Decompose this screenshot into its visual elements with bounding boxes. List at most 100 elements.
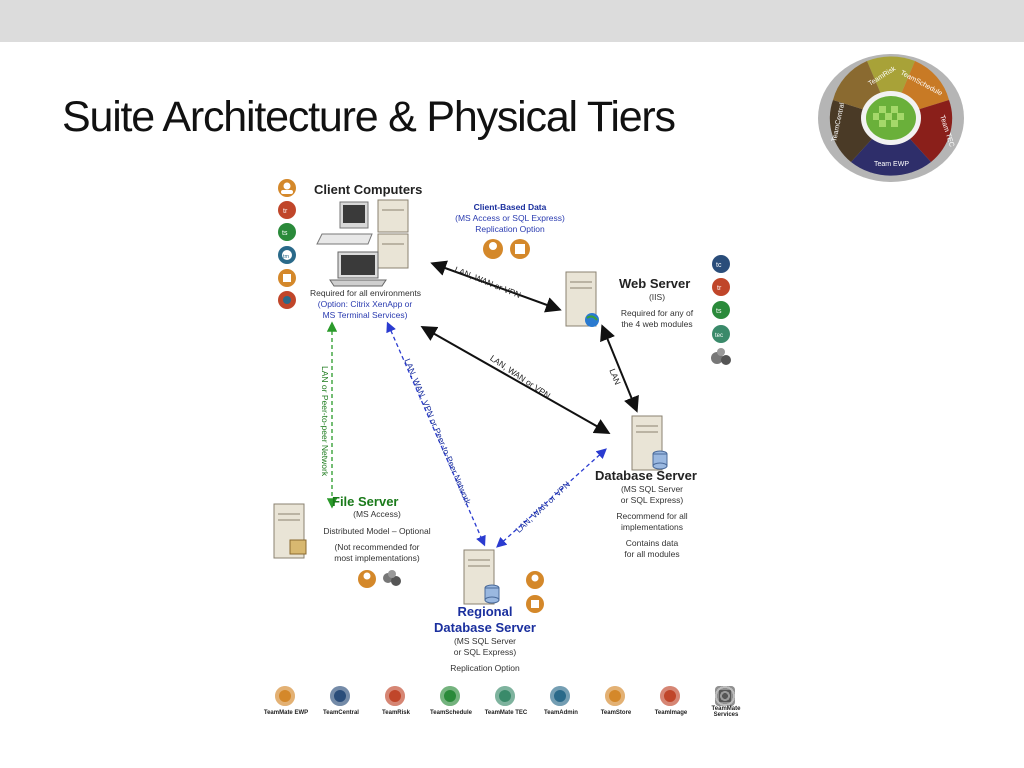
database-server-icon: [631, 415, 668, 471]
teamrisk-icon: tr: [712, 278, 730, 296]
client-note-line3: MS Terminal Services): [322, 310, 408, 320]
client-module-icons: tr ts tm: [278, 179, 296, 309]
teamschedule-icon: ts: [278, 223, 296, 241]
arrow-regional-db: [496, 448, 607, 548]
legend-item-tr: TeamRisk: [366, 684, 426, 730]
image-icon: [660, 686, 680, 706]
teamimage-icon: [278, 291, 296, 309]
top-banner: [0, 0, 1024, 42]
tec-icon: [495, 686, 515, 706]
teamstore-icon: [526, 595, 544, 613]
legend-label: TeamAdmin: [544, 710, 578, 716]
regional-line2: or SQL Express): [453, 647, 517, 657]
regional-title-line1: Regional: [457, 604, 513, 619]
services-gears-icon: [383, 570, 401, 586]
regional-line1: (MS SQL Server: [453, 636, 517, 646]
db-server-line1: (MS SQL Server: [620, 484, 684, 494]
db-server-line2: or SQL Express): [620, 495, 684, 505]
client-computers-icon: [316, 199, 409, 287]
arrow-client-web: [430, 260, 562, 313]
web-server-title: Web Server: [619, 276, 691, 291]
svg-text:tc: tc: [716, 262, 722, 269]
arrow-client-regional: [386, 321, 486, 547]
legend-item-ts: TeamSchedule: [421, 684, 481, 730]
database-server-title: Database Server: [595, 468, 697, 483]
regional-module-icons: [526, 571, 544, 613]
ewp-icon: [358, 570, 376, 588]
ewp-icon: [483, 239, 503, 259]
file-server-line2: Distributed Model – Optional: [323, 526, 431, 536]
teamtec-icon: tec: [712, 325, 730, 343]
services-gears-icon: [711, 348, 731, 365]
teamrisk-icon: tr: [278, 201, 296, 219]
teamstore-icon: [278, 269, 296, 287]
arrows-layer: [326, 260, 639, 548]
teamadmin-icon: tm: [278, 246, 296, 264]
legend-item-tec: TeamMate TEC: [476, 684, 536, 730]
db-server-line4: implementations: [621, 522, 683, 532]
regional-line3: Replication Option: [450, 663, 520, 673]
arrow-label-client-file: LAN or Peer-to-peer Network: [320, 366, 330, 477]
ts-icon: [440, 686, 460, 706]
svg-text:ts: ts: [282, 230, 288, 237]
file-server-module-icons: [358, 570, 401, 588]
store-icon: [605, 686, 625, 706]
client-note-line2: (Option: Citrix XenApp or: [317, 299, 413, 309]
gears-icon: [715, 686, 735, 706]
client-data-icons: [483, 239, 530, 259]
teamcentral-icon: tc: [712, 255, 730, 273]
web-server-line3: the 4 web modules: [621, 319, 693, 329]
logo-seg-ewp: [851, 118, 931, 176]
teamstore-icon: [510, 239, 530, 259]
regional-title-line2: Database Server: [434, 620, 536, 635]
db-server-line6: for all modules: [624, 549, 680, 559]
logo-text-ewp: Team EWP: [874, 161, 909, 168]
client-computers-title: Client Computers: [314, 182, 423, 197]
legend-label: TeamRisk: [382, 710, 410, 716]
slide-title: Suite Architecture & Physical Tiers: [62, 93, 676, 141]
legend-item-store: TeamStore: [586, 684, 646, 730]
legend-label: TeamMate Services: [711, 706, 741, 718]
svg-text:tr: tr: [283, 208, 288, 215]
legend-item-tm: TeamAdmin: [531, 684, 591, 730]
legend-item-image: TeamImage: [641, 684, 701, 730]
file-server-icon: [273, 503, 307, 559]
legend-label: TeamMate EWP: [263, 710, 309, 716]
logo-seg-risk: [867, 56, 915, 118]
teammate-logo: TeamRisk TeamSchedule Team TEC Team EWP …: [818, 54, 964, 182]
legend-label: TeamSchedule: [430, 710, 472, 716]
legend-label: TeamStore: [600, 710, 632, 716]
tr-icon: [385, 686, 405, 706]
db-server-line5: Contains data: [625, 538, 679, 548]
file-server-line3: (Not recommended for: [334, 542, 420, 552]
client-note-line1: Required for all environments: [310, 288, 422, 298]
ewp-icon: [275, 686, 295, 706]
client-data-line1: (MS Access or SQL Express): [455, 213, 565, 223]
web-server-icon: [565, 271, 599, 327]
ewp-icon: [526, 571, 544, 589]
legend-item-gears: TeamMate Services: [696, 684, 756, 730]
client-data-line2: Replication Option: [475, 224, 545, 234]
legend-label: TeamMate TEC: [484, 710, 528, 716]
legend-label: TeamCentral: [323, 710, 359, 716]
ewp-icon: [278, 179, 296, 197]
file-server-title: File Server: [332, 494, 399, 509]
arrow-web-db: [600, 324, 639, 413]
tm-icon: [550, 686, 570, 706]
legend-item-ewp: TeamMate EWP: [256, 684, 316, 730]
legend-item-tc: TeamCentral: [311, 684, 371, 730]
svg-text:tec: tec: [715, 333, 723, 339]
file-server-line4: most implementations): [334, 553, 420, 563]
web-module-icons: tc tr ts tec: [711, 255, 731, 365]
web-server-line1: (IIS): [648, 292, 666, 302]
db-server-line3: Recommend for all: [616, 511, 688, 521]
tc-icon: [330, 686, 350, 706]
web-server-line2: Required for any of: [620, 308, 694, 318]
svg-text:tm: tm: [283, 254, 290, 260]
file-server-line1: (MS Access): [353, 509, 401, 519]
legend-label: TeamImage: [654, 710, 688, 716]
svg-text:ts: ts: [716, 308, 722, 315]
architecture-diagram: LAN, WAN or VPN LAN, WAN or VPN LAN LAN …: [262, 176, 752, 731]
client-data-title: Client-Based Data: [473, 202, 547, 212]
teamschedule-icon: ts: [712, 301, 730, 319]
